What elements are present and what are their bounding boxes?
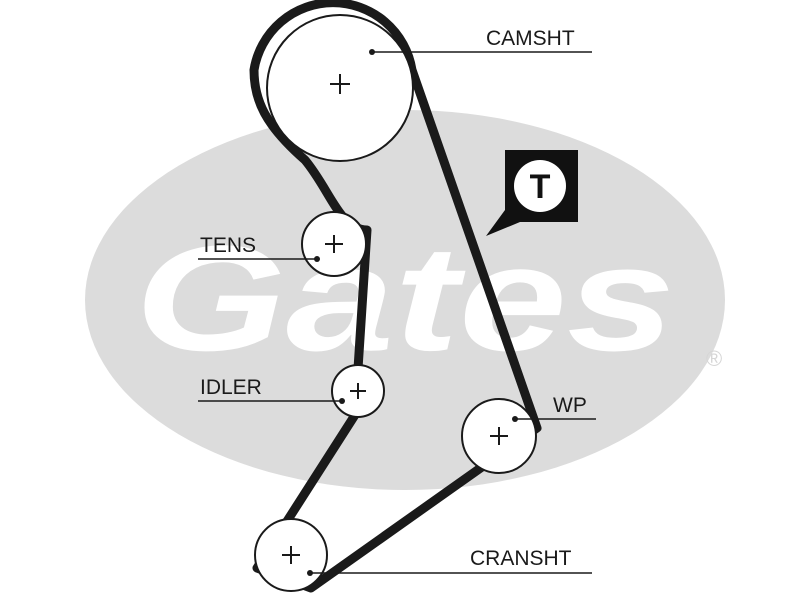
label-water-pump-text: WP — [553, 394, 587, 417]
label-camshaft: CAMSHT — [369, 27, 592, 55]
tensioner-center-mark — [325, 235, 343, 253]
tensioner-pulley — [301, 211, 367, 277]
badge-letter: T — [530, 168, 551, 206]
crankshaft-pulley — [254, 518, 328, 592]
water-pump-center-mark — [490, 427, 508, 445]
label-camshaft-text: CAMSHT — [486, 27, 575, 50]
label-tensioner-text: TENS — [200, 234, 256, 257]
watermark-logo-text: Gates — [135, 214, 675, 382]
label-idler-text: IDLER — [200, 376, 262, 399]
water-pump-pulley — [461, 398, 537, 474]
label-tensioner: TENS — [198, 234, 320, 262]
idler-pulley — [331, 364, 385, 418]
label-idler: IDLER — [198, 376, 345, 404]
idler-center-mark — [350, 383, 366, 399]
label-crankshaft-text: CRANSHT — [470, 547, 572, 570]
badge-circle — [514, 160, 566, 212]
tensioner-badge: T — [486, 150, 578, 236]
camshaft-pulley — [266, 14, 414, 162]
crankshaft-center-mark — [282, 546, 300, 564]
label-crankshaft: CRANSHT — [307, 547, 592, 576]
gates-watermark: Gates ® — [85, 110, 725, 490]
label-water-pump: WP — [512, 394, 596, 422]
camshaft-center-mark — [330, 74, 350, 94]
timing-belt — [249, 0, 542, 593]
registered-mark: ® — [706, 346, 722, 371]
